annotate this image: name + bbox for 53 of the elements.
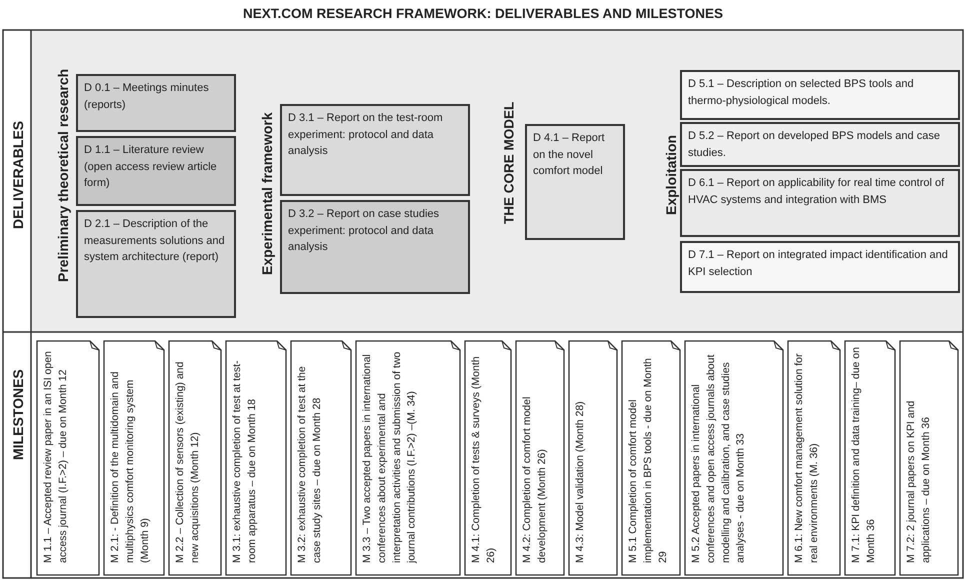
diagram-title: NEXT.COM RESEARCH FRAMEWORK: DELIVERABLES AND MILESTONES [242, 6, 724, 21]
section-heading: MILESTONES [9, 368, 27, 462]
deliverable-box [280, 200, 470, 294]
milestone-note [569, 341, 617, 575]
group-heading: Preliminary theoretical research [54, 67, 72, 284]
milestone-note [900, 341, 958, 575]
milestone-note [37, 341, 99, 575]
milestone-note [226, 341, 286, 575]
section-heading: DELIVERABLES [9, 120, 27, 232]
deliverable-box [680, 122, 960, 167]
deliverable-text: D 2.1 – Description of the measurements solutions and system architecture (report) [84, 217, 226, 265]
deliverable-box [76, 74, 236, 132]
milestone-note [465, 341, 511, 575]
milestone-text: M 2.2 – Collection of sensors (existing) and new acquisitions (Month 12) [173, 360, 202, 565]
milestone-text: M 4.3: Model validation (Month 28) [573, 400, 587, 565]
deliverable-box [680, 241, 960, 293]
milestone-note [169, 341, 221, 575]
milestone-note [845, 341, 895, 575]
milestone-text: M 6.1: New comfort management solution for real environments (M. 36) [792, 352, 821, 565]
milestone-note [104, 341, 164, 575]
deliverable-text: D 7.1 – Report on integrated impact identification and KPI selection [688, 248, 949, 280]
deliverable-box [525, 124, 625, 240]
milestone-note [291, 341, 351, 575]
deliverable-text: D 5.2 – Report on developed BPS models and case studies. [688, 129, 941, 160]
deliverable-text: D 0.1 – Meetings minutes (reports) [84, 81, 210, 112]
deliverable-box [76, 136, 236, 206]
milestone-note [685, 341, 783, 575]
deliverable-box [680, 70, 960, 120]
milestone-text: M 4.2: Completion of comfort model development (Month 26) [520, 396, 549, 565]
milestone-note [622, 341, 680, 575]
milestone-text: M 7.1: KPI definition and data training– due on Month 36 [849, 346, 878, 565]
milestone-text: M 7.2: 2 journal papers on KPI and applications – due on Month 36 [904, 400, 933, 565]
deliverable-box [680, 169, 960, 237]
deliverable-box [280, 104, 470, 196]
deliverable-box [76, 210, 236, 318]
group-heading: THE CORE MODEL [500, 100, 518, 226]
deliverable-text: D 5.1 – Description on selected BPS tools and thermo-physiological models. [688, 77, 915, 108]
milestone-text: M 5.2 Accepted papers in international conferences and open access journals about modelling and calibration, and case studies analyses - due on Month 33 [689, 354, 748, 565]
milestone-text: M 3.3 – Two accepted papers in international conferences about experimental and interpretation activities and submission of two journal contributions (I.F.>2) –(M. 34) [360, 350, 419, 566]
milestone-text: M 2.1: - Definition of the multidomain and multiphysics comfort monitoring system (Month 9) [108, 370, 152, 565]
milestone-note [788, 341, 840, 575]
deliverable-text: D 1.1 – Literature review (open access review article form) [84, 143, 218, 191]
milestone-note [356, 341, 460, 575]
group-heading: Exploitation [662, 134, 680, 218]
deliverable-text: D 3.2 – Report on case studies experiment: protocol and data analysis [288, 207, 440, 255]
milestone-text: M 5.1 Completion of comfort model implementation in BPS tools - due on Month 29 [626, 357, 670, 565]
deliverable-text: D 3.1 – Report on the test-room experiment: protocol and data analysis [288, 111, 444, 159]
milestone-text: M 1.1 – Accepted review paper in an ISI open access journal (I.F.>2) – due on Month 12 [41, 350, 70, 565]
deliverable-text: D 6.1 – Report on applicability for real time control of HVAC systems and integration with BMS [688, 176, 946, 208]
milestone-note [516, 341, 564, 575]
group-heading: Experimental framework [258, 112, 276, 278]
deliverable-text: D 4.1 – Report on the novel comfort model [533, 131, 606, 179]
milestone-text: M 4.1: Completion of tests & surveys (Month 26) [469, 355, 498, 565]
